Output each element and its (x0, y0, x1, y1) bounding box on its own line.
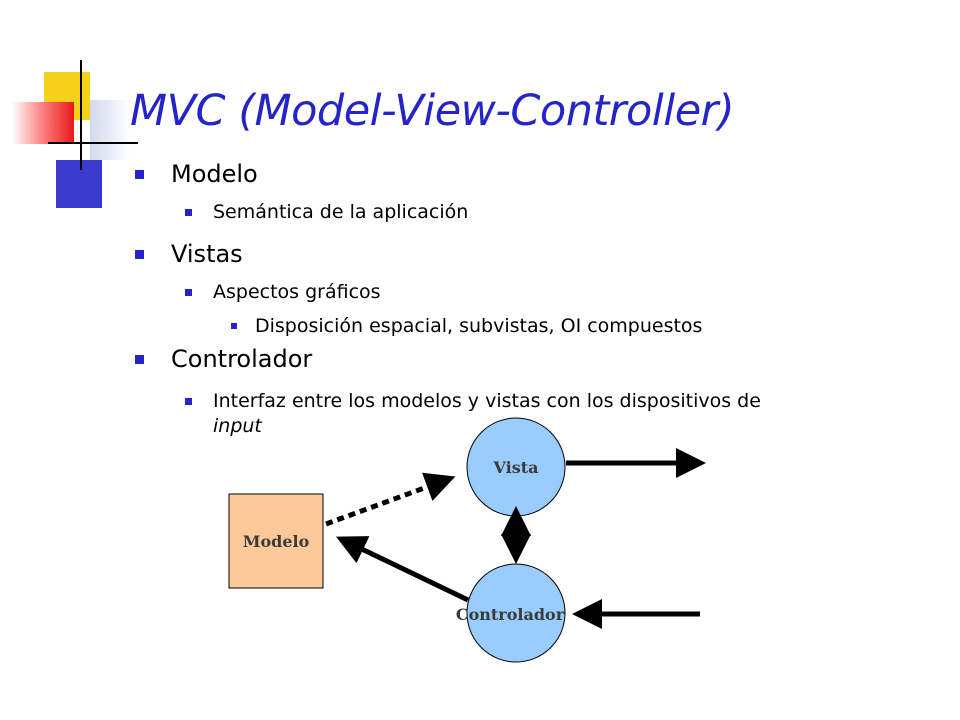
bullet-marker (185, 398, 192, 405)
bullet-text: Vistas (171, 240, 243, 268)
vista-label: Vista (493, 458, 539, 477)
vertical-rule (80, 60, 82, 170)
bullet-modelo: Modelo (135, 160, 258, 188)
fade-square (90, 100, 130, 160)
bullet-controlador-sub-continuation: input (213, 415, 262, 437)
red-gradient-square (12, 102, 74, 144)
bullet-text: Semántica de la aplicación (213, 201, 469, 223)
bullet-marker (135, 355, 144, 364)
decorative-corner-graphic (0, 0, 140, 220)
bullet-marker (185, 289, 192, 296)
bullet-marker (185, 209, 192, 216)
controlador-circle (466, 563, 566, 663)
blue-square (56, 160, 102, 208)
controlador-to-modelo-arrow (335, 536, 470, 603)
controlador-label: Controlador (456, 605, 565, 624)
modelo-box (228, 493, 324, 589)
bullet-vistas: Vistas (135, 240, 243, 268)
bullet-text: input (213, 415, 262, 437)
slide-title: MVC (Model-View-Controller) (130, 86, 735, 136)
bullet-text: Aspectos gráficos (213, 281, 381, 303)
bullet-text: Interfaz entre los modelos y vistas con … (213, 390, 761, 412)
bullet-text: Controlador (171, 345, 313, 373)
bullet-marker (231, 323, 237, 329)
bullet-marker (135, 250, 144, 259)
bullet-controlador: Controlador (135, 345, 313, 373)
modelo-to-vista-dotted-arrow (325, 472, 456, 527)
bullet-text: Disposición espacial, subvistas, OI comp… (255, 315, 703, 337)
bullet-controlador-sub: Interfaz entre los modelos y vistas con … (185, 390, 761, 412)
modelo-label: Modelo (243, 532, 310, 551)
bullet-vistas-subsub: Disposición espacial, subvistas, OI comp… (231, 315, 703, 337)
bullet-text: Modelo (171, 160, 258, 188)
horizontal-rule (48, 142, 138, 144)
bullet-marker (135, 170, 144, 179)
bullet-vistas-sub: Aspectos gráficos (185, 281, 381, 303)
bullet-modelo-sub: Semántica de la aplicación (185, 201, 469, 223)
